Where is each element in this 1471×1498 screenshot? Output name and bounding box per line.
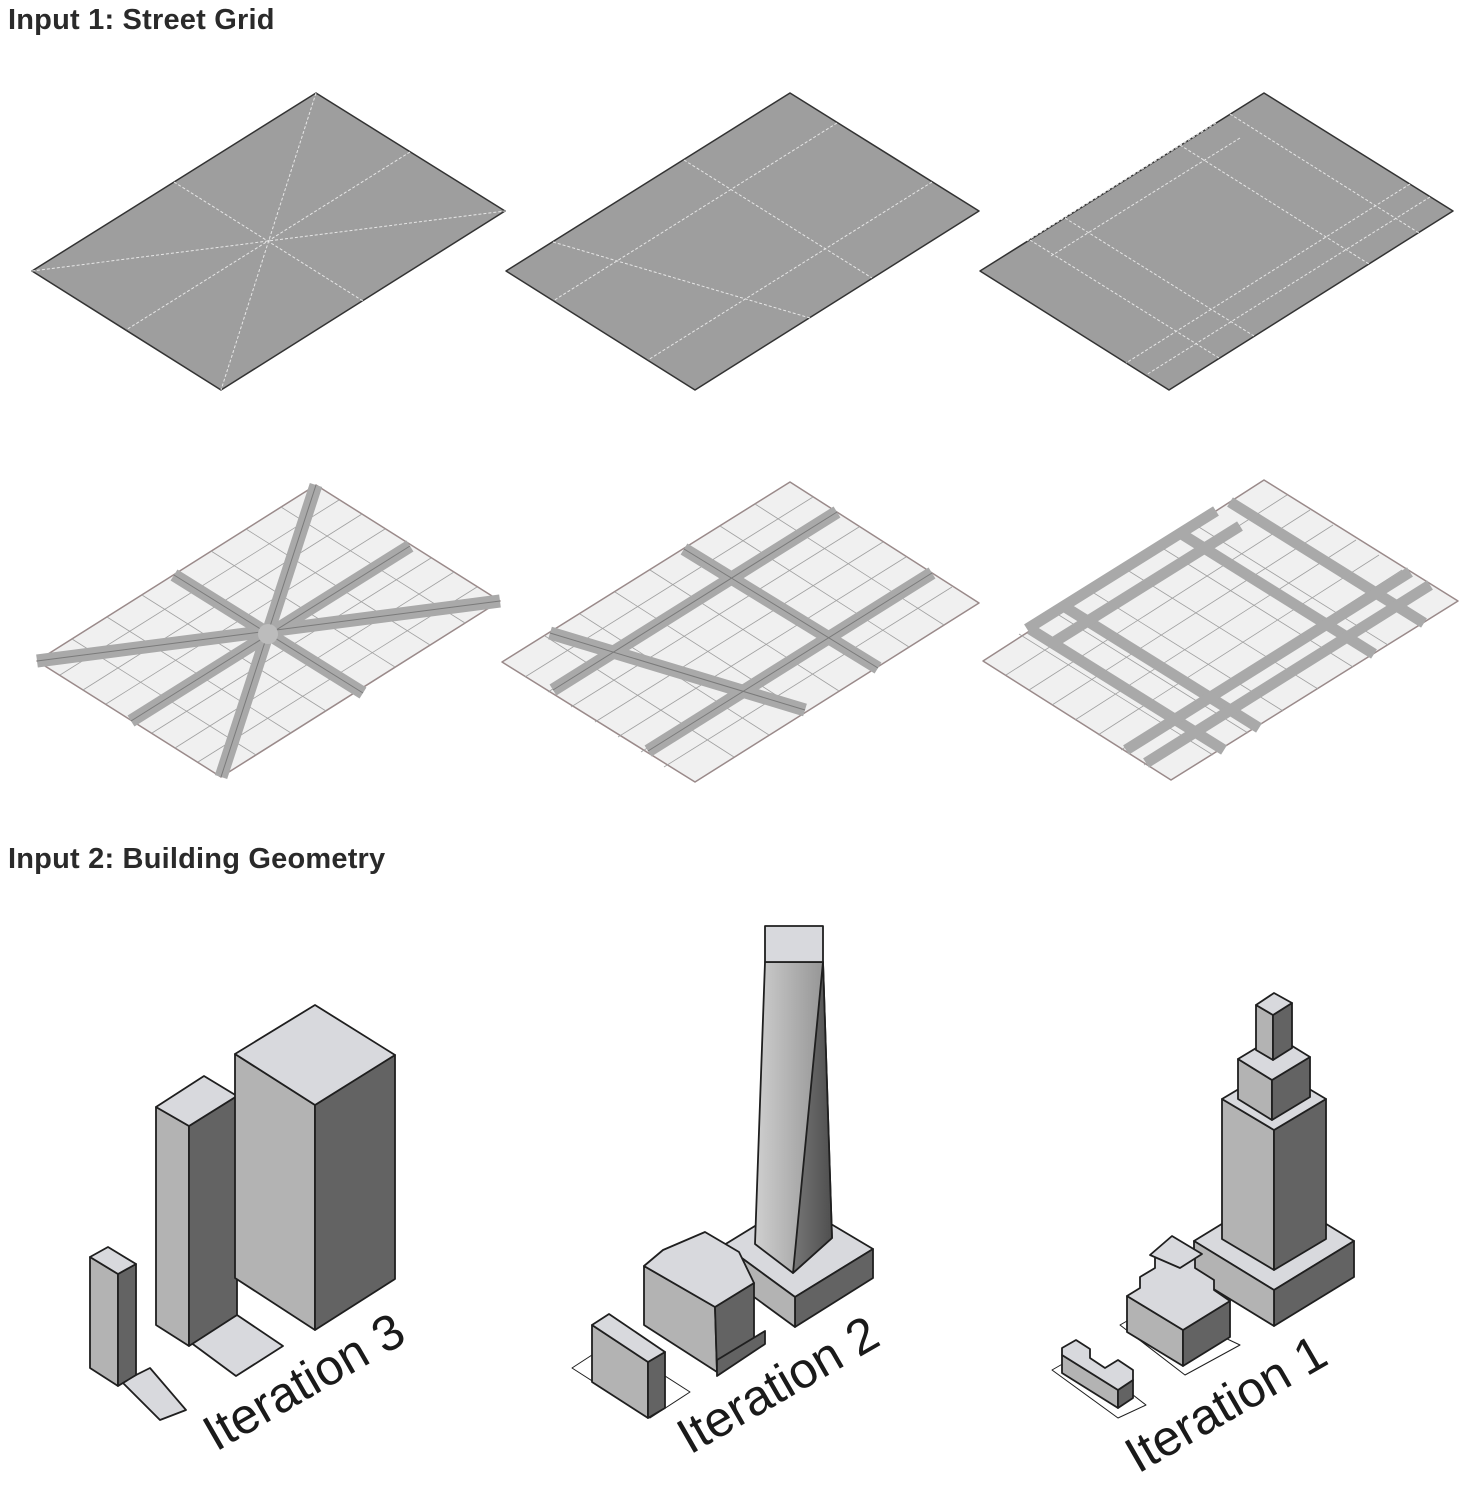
plate-orthogonal	[979, 92, 1454, 391]
building-geometry-heading: Input 2: Building Geometry	[8, 843, 386, 875]
grid-diagonal	[501, 481, 980, 783]
iteration-3-massing	[89, 1004, 396, 1421]
grid-radial	[36, 482, 501, 780]
grid-orthogonal	[982, 479, 1459, 781]
iteration-1-massing	[1051, 992, 1355, 1419]
iteration-2-massing	[571, 925, 874, 1419]
plate-radial	[31, 92, 506, 391]
street-grid-heading: Input 1: Street Grid	[8, 4, 275, 36]
plate-diagonal	[505, 92, 980, 391]
iteration-1-label: Iteration 1	[1116, 1324, 1337, 1484]
